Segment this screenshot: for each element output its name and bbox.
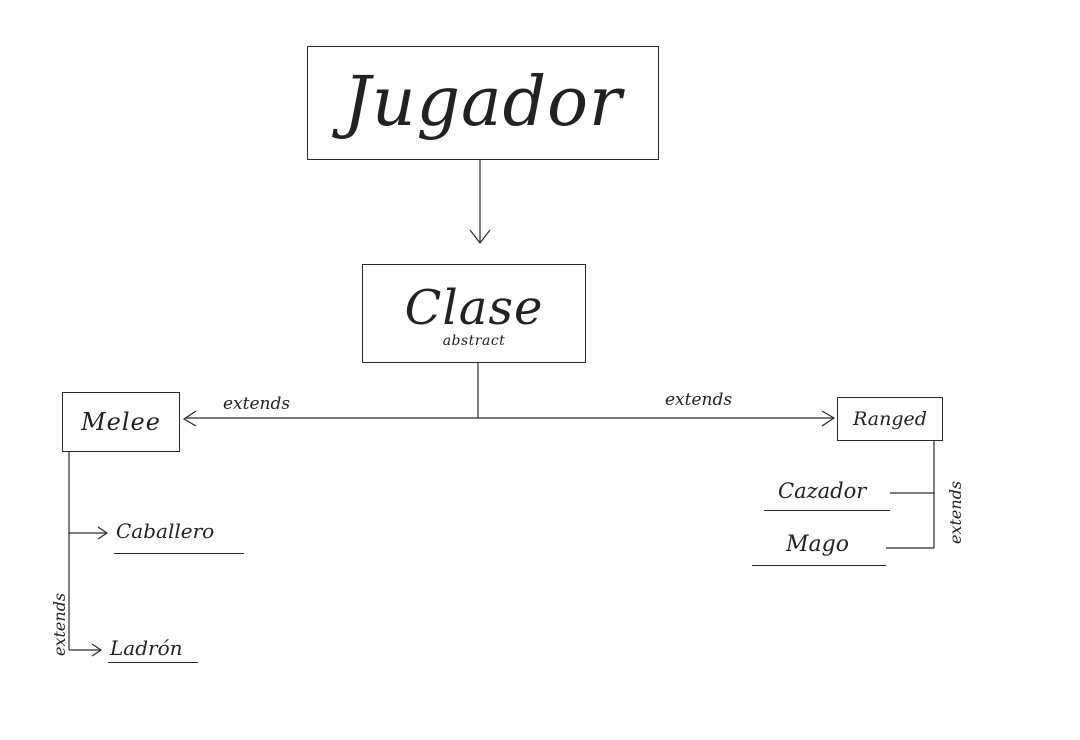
ladron-underline xyxy=(108,662,198,663)
clase-to-ranged-arrowhead xyxy=(821,410,836,427)
melee-extends-label: extends xyxy=(223,394,291,414)
melee-to-ladron-arrowhead xyxy=(91,643,103,657)
caballero-label: Caballero xyxy=(116,519,215,543)
ranged-extends-label: extends xyxy=(665,390,733,410)
mago-underline xyxy=(752,565,886,566)
clase-label: Clase xyxy=(404,279,544,336)
melee-to-caballero-arrowhead xyxy=(97,526,109,540)
ladron-label: Ladrón xyxy=(110,636,183,660)
ranged-children-extends-label: extends xyxy=(946,480,965,544)
clase-to-melee-arrowhead xyxy=(182,410,197,427)
cazador-underline xyxy=(764,510,890,511)
melee-box: Melee xyxy=(62,392,180,452)
cazador-label: Cazador xyxy=(778,479,867,503)
jugador-box: Jugador xyxy=(307,46,659,160)
clase-abstract-label: abstract xyxy=(442,332,506,349)
ranged-label: Ranged xyxy=(853,408,927,430)
melee-children-extends-label: extends xyxy=(50,592,69,656)
jugador-to-clase-arrowhead xyxy=(469,229,491,244)
melee-label: Melee xyxy=(81,408,161,436)
jugador-label: Jugador xyxy=(343,63,623,142)
caballero-underline xyxy=(114,553,244,554)
ranged-box: Ranged xyxy=(837,397,943,441)
clase-box: Clase abstract xyxy=(362,264,586,363)
mago-label: Mago xyxy=(786,532,849,557)
